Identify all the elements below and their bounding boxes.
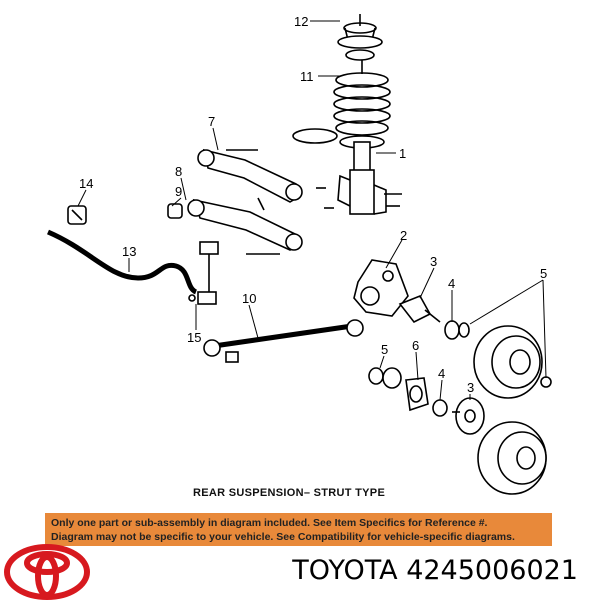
lateral-rod	[203, 319, 364, 363]
brand-part-line: TOYOTA 4245006021	[292, 555, 578, 586]
coil-spring	[333, 60, 391, 136]
axle-hub-upper	[398, 294, 441, 324]
callout-14: 14	[79, 176, 93, 191]
brake-drum-upper	[473, 325, 552, 399]
seal-lower	[432, 399, 448, 417]
toyota-logo-icon	[4, 544, 90, 600]
stabilizer-link	[188, 241, 219, 305]
disclaimer-banner: Only one part or sub-assembly in diagram…	[45, 513, 552, 546]
stabilizer-bushing	[67, 205, 87, 225]
seal-rings	[444, 320, 470, 340]
suspension-diagram: 12 11 1 7 8 9 14 13 2 3 4 5 15 10 5 6 3 …	[47, 14, 552, 499]
strut-assembly	[337, 135, 402, 215]
disclaimer-line-2: Diagram may not be specific to your vehi…	[51, 531, 515, 543]
callout-15: 15	[187, 330, 201, 345]
lower-control-arm	[187, 197, 334, 255]
bushing	[167, 203, 183, 219]
hub-bearing	[405, 377, 429, 412]
brand-name: TOYOTA	[292, 555, 398, 586]
callout-5-lower: 5	[381, 342, 388, 357]
callout-4-lower: 4	[438, 366, 445, 381]
brake-drum-lower	[477, 421, 547, 495]
disclaimer-line-1: Only one part or sub-assembly in diagram…	[51, 517, 488, 529]
stabilizer-bar	[47, 229, 198, 295]
callout-2: 2	[400, 228, 407, 243]
callout-1: 1	[399, 146, 406, 161]
axle-hub-lower	[452, 397, 485, 435]
leader-lines	[77, 20, 547, 401]
spring-seat-ring	[292, 128, 338, 144]
callout-13: 13	[122, 244, 136, 259]
callout-6: 6	[412, 338, 419, 353]
callout-10: 10	[242, 291, 256, 306]
callout-5: 5	[540, 266, 547, 281]
strut-top-mount	[337, 14, 383, 61]
callout-7: 7	[208, 114, 215, 129]
part-number: 4245006021	[406, 555, 578, 586]
steering-knuckle	[353, 259, 409, 317]
callout-8: 8	[175, 164, 182, 179]
callout-11: 11	[300, 69, 314, 84]
diagram-caption: REAR SUSPENSION– STRUT TYPE	[193, 487, 385, 499]
callout-3: 3	[430, 254, 437, 269]
callout-3-lower: 3	[467, 380, 474, 395]
upper-control-arm	[197, 148, 326, 203]
bushing-set	[368, 367, 402, 389]
callout-12: 12	[294, 14, 308, 29]
callout-4: 4	[448, 276, 455, 291]
callout-9: 9	[175, 184, 182, 199]
